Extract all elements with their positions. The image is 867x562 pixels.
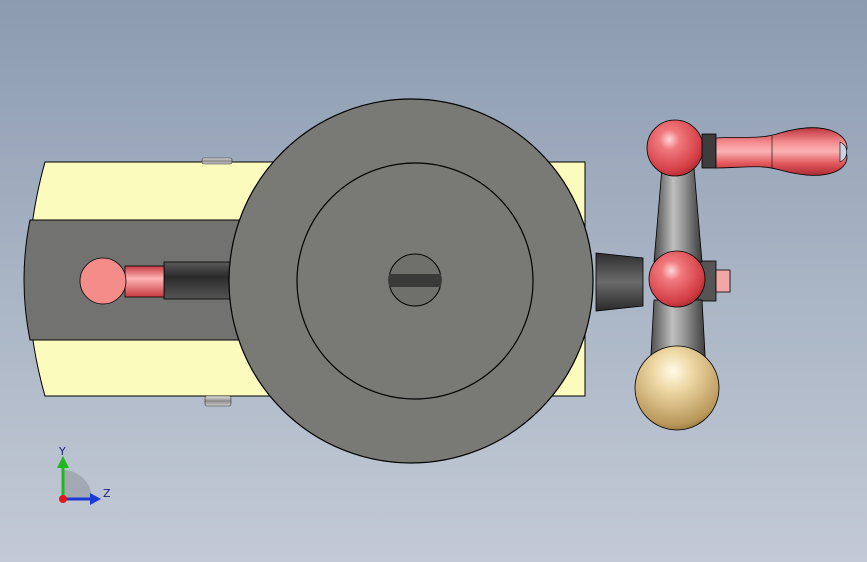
crank-hub-ball	[648, 250, 706, 308]
crank-lever[interactable]	[634, 119, 848, 431]
slot-lock-handle[interactable]	[79, 257, 241, 305]
spindle-collar	[595, 252, 644, 312]
y-axis-arrow	[57, 456, 69, 468]
slot-lock-pin	[124, 265, 165, 298]
triad-origin	[59, 495, 67, 503]
triad-origin-arc	[63, 470, 92, 499]
crank-top-ball	[646, 119, 704, 177]
z-axis-label: Z	[103, 487, 111, 500]
crank-grip[interactable]	[715, 127, 848, 176]
top-screw	[201, 157, 233, 165]
spindle[interactable]	[595, 252, 731, 312]
crank-arm-upper	[653, 167, 703, 263]
bore-keyway	[389, 274, 441, 287]
slot-lock-knob	[79, 257, 127, 305]
grip-ferrule	[701, 133, 717, 169]
slot-lock-sleeve	[163, 261, 241, 300]
brass-knob[interactable]	[634, 345, 720, 431]
handwheel[interactable]	[228, 98, 594, 464]
orientation-triad: Y Z	[57, 445, 111, 505]
grip-end-cap	[839, 141, 848, 163]
spindle-pin	[715, 269, 731, 293]
bottom-screw	[204, 395, 232, 407]
z-axis-arrow	[90, 493, 101, 505]
y-axis-label: Y	[58, 445, 66, 458]
